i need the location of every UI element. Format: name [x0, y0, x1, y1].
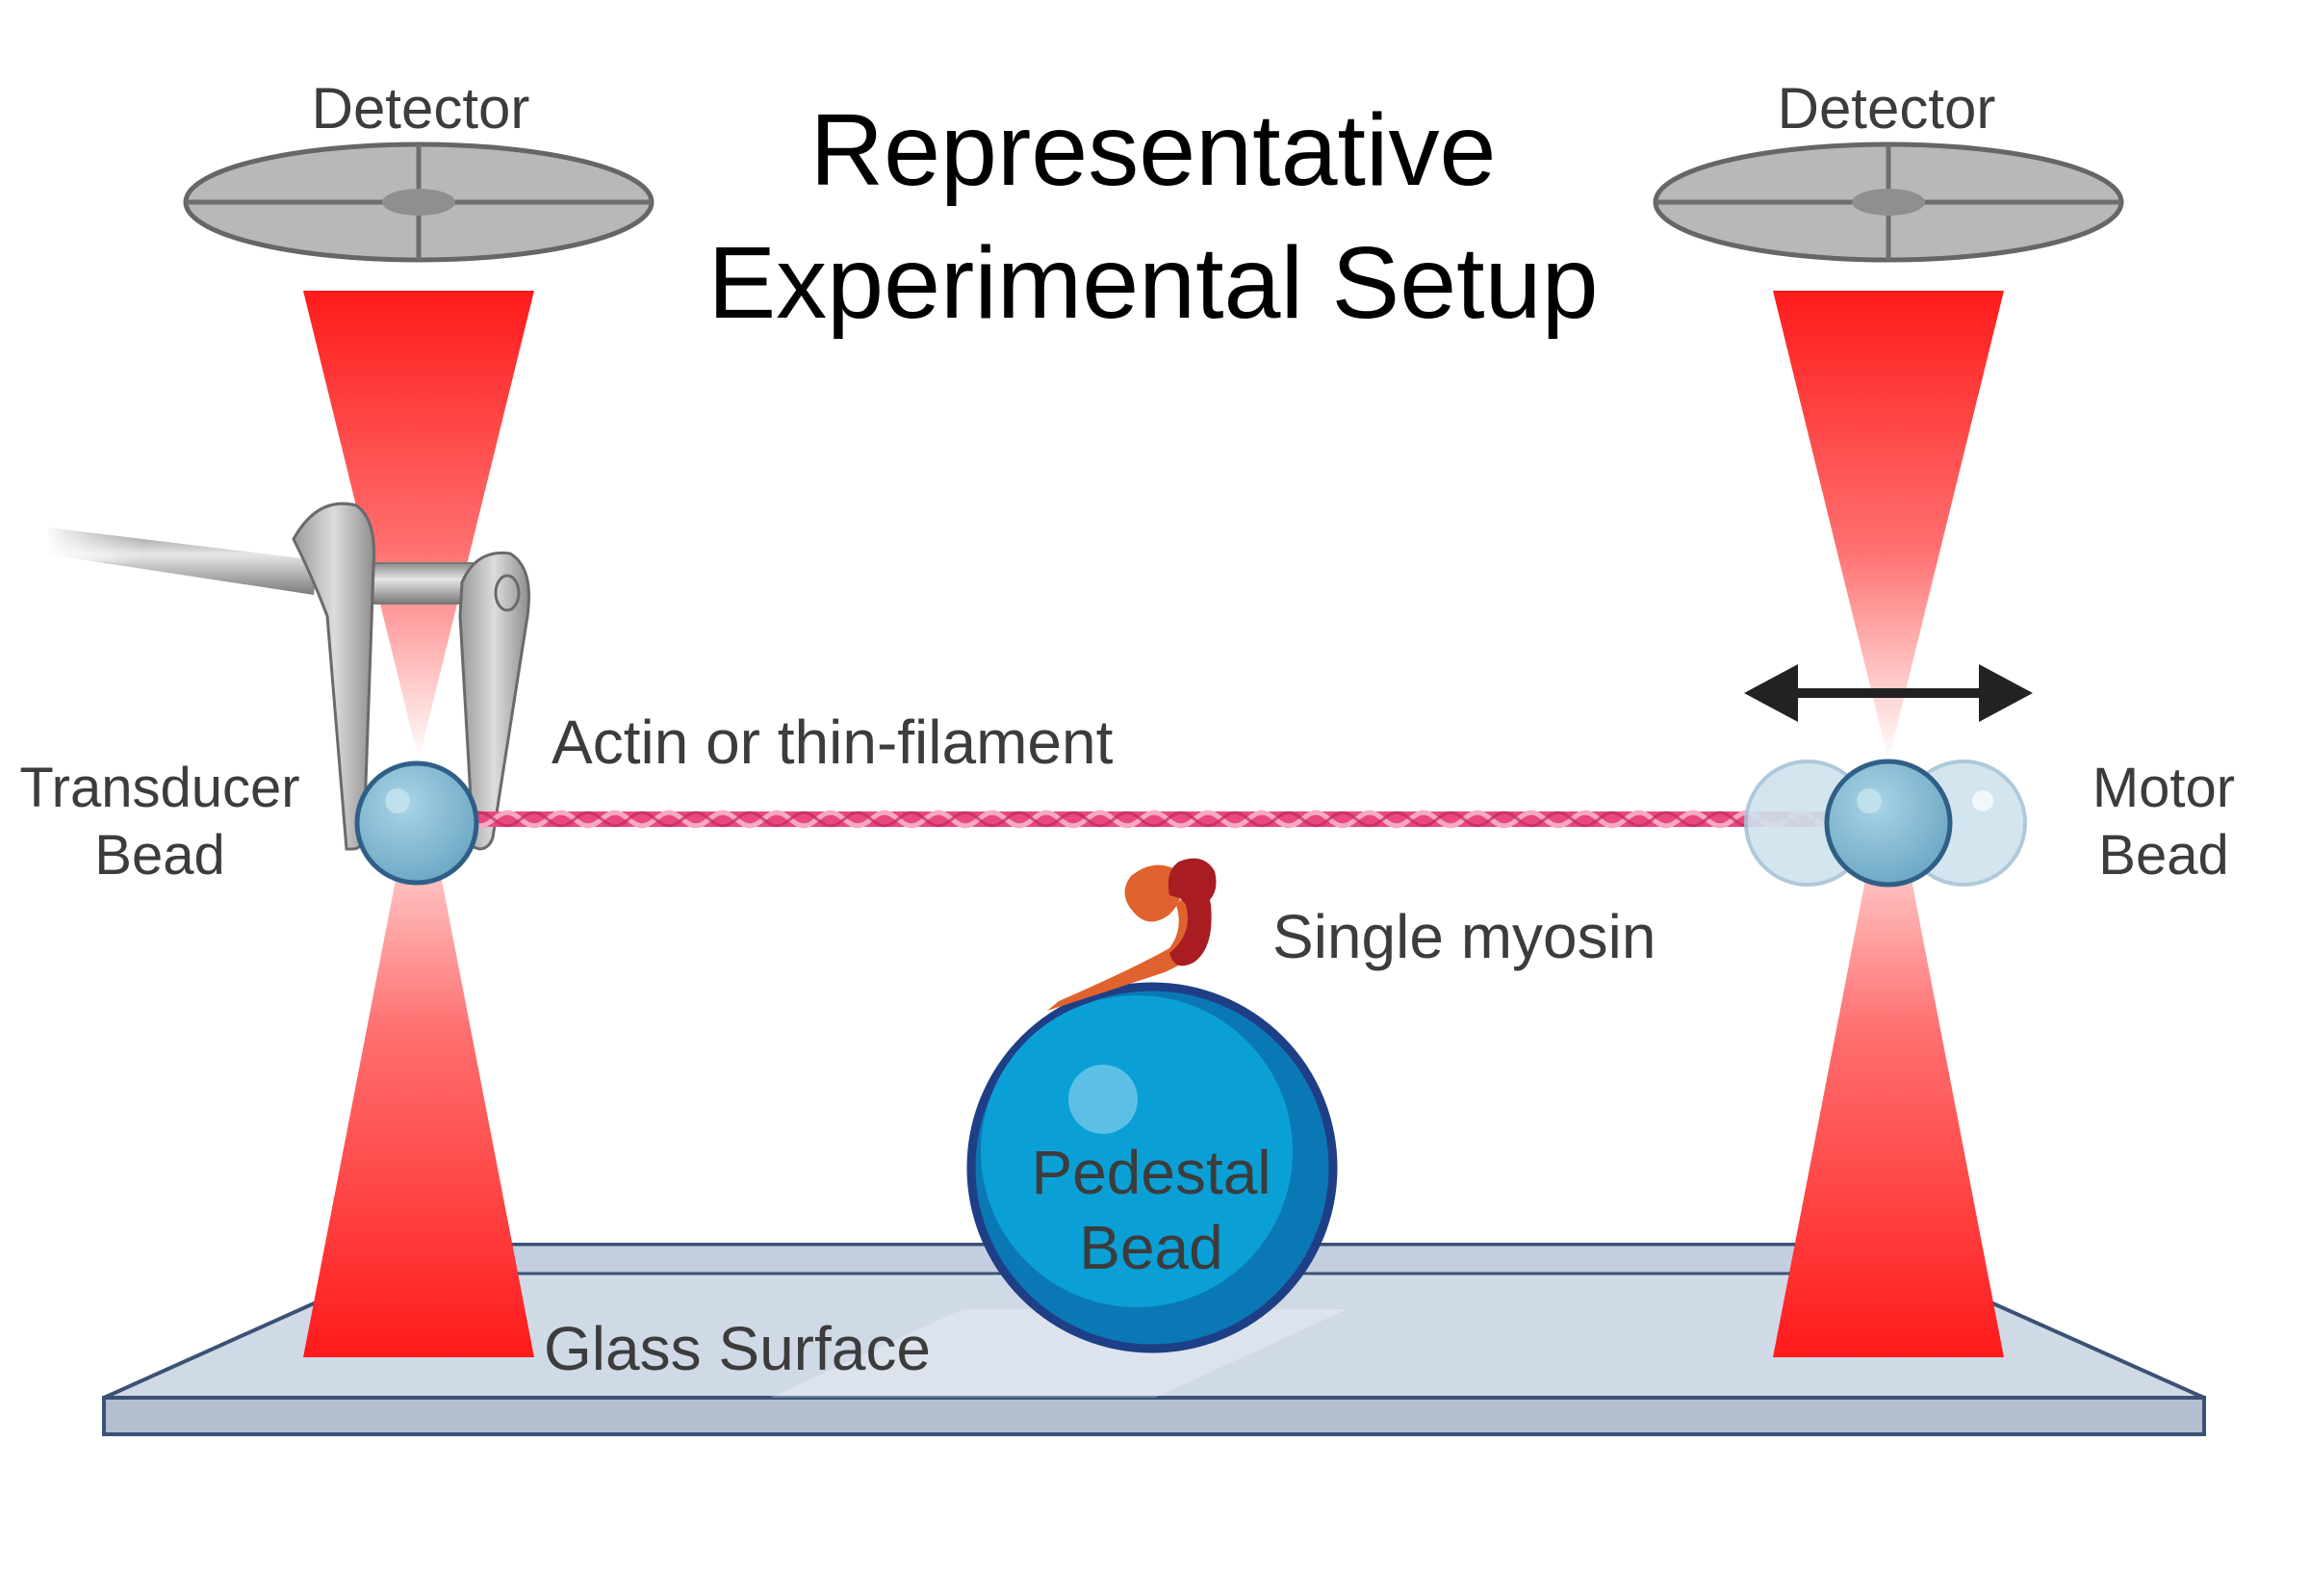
detector-right	[1653, 142, 2124, 263]
myosin-label: Single myosin	[1272, 902, 1656, 971]
pedestal-bead-label-line-2: Bead	[1079, 1213, 1222, 1282]
motor-bead-label-line-1: Motor	[2092, 757, 2235, 819]
motor-bead-label-line-2: Bead	[2098, 824, 2228, 887]
transducer-bead	[354, 760, 479, 886]
detector-right-label: Detector	[1778, 76, 1996, 141]
pedestal-bead	[966, 982, 1338, 1353]
myosin-icon	[1047, 858, 1217, 1011]
title-line-2: Experimental Setup	[707, 226, 1598, 340]
detector-left-label: Detector	[312, 76, 530, 141]
detector-left	[183, 142, 654, 263]
transducer-bead-label-line-2: Bead	[94, 824, 224, 887]
actin-label: Actin or thin-filament	[552, 708, 1114, 777]
tweezers-clamp-icon	[43, 502, 531, 851]
pedestal-bead-label-line-1: Pedestal	[1031, 1138, 1270, 1207]
double-arrow-icon	[1744, 664, 2033, 722]
actin-filament	[462, 810, 1867, 829]
transducer-bead-label-line-1: Transducer	[19, 757, 299, 819]
title-line-1: Representative	[810, 93, 1497, 207]
glass-surface-label: Glass Surface	[544, 1314, 931, 1383]
laser-beam-left	[303, 291, 534, 1357]
laser-beam-right	[1773, 291, 2004, 1357]
motor-bead	[1744, 759, 2027, 888]
